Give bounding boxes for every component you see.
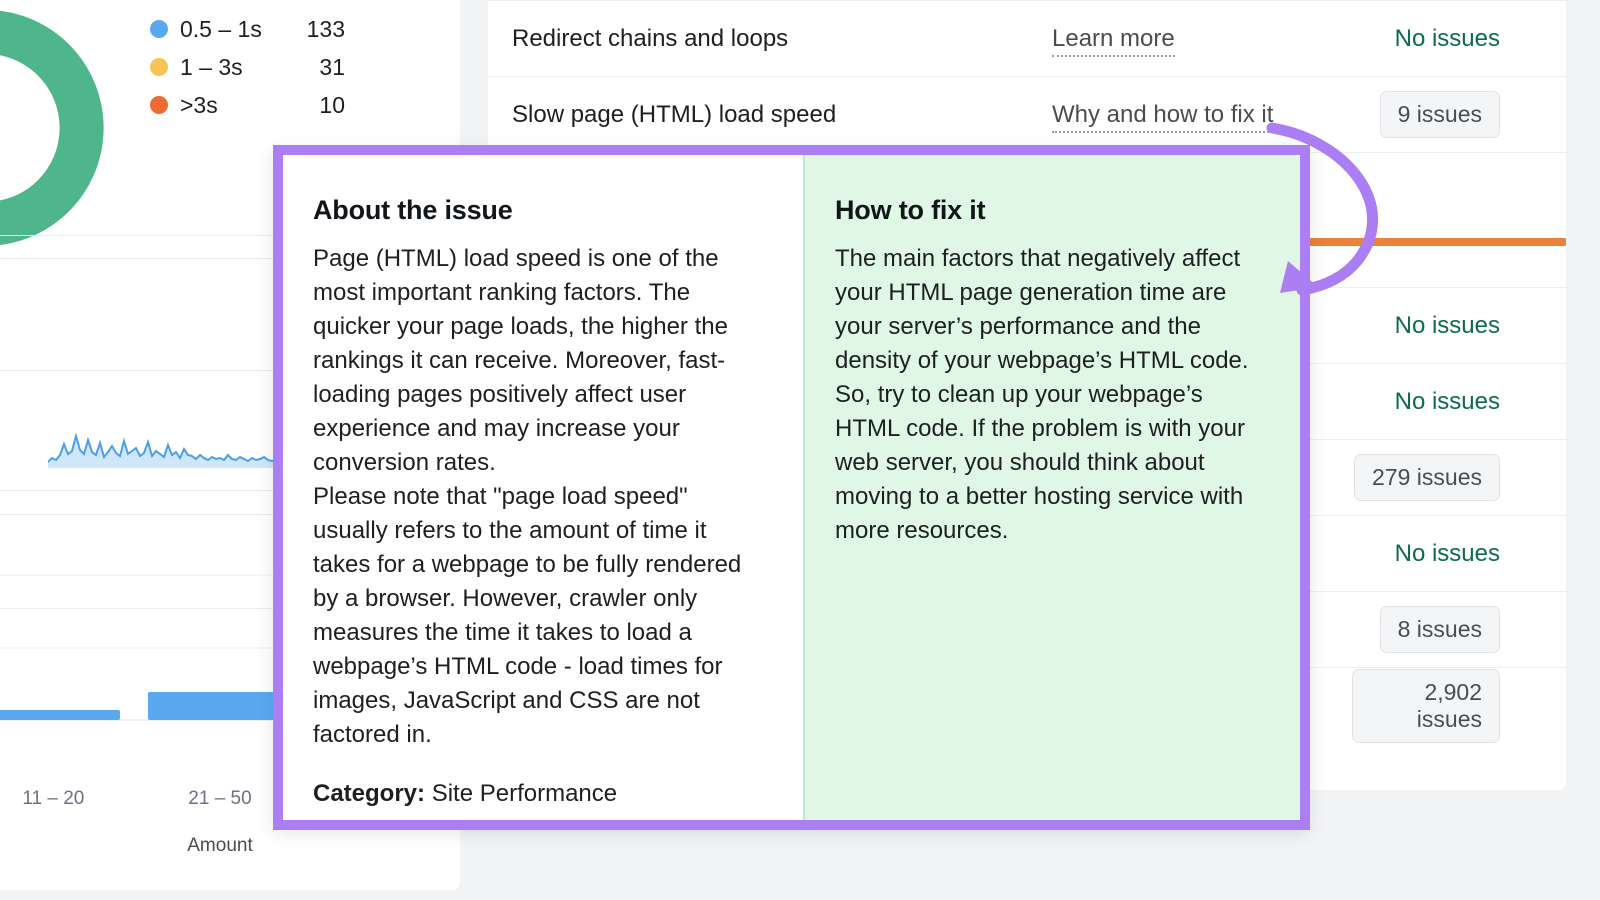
- issue-status[interactable]: 9 issues: [1352, 91, 1566, 138]
- issue-status: No issues: [1352, 25, 1566, 53]
- legend-label-2: >3s: [180, 91, 218, 118]
- legend-label-1: 1 – 3s: [180, 53, 243, 80]
- popup-category: Category: Site Performance: [313, 780, 767, 808]
- issue-help-link[interactable]: Why and how to fix it: [1052, 100, 1352, 133]
- divider: [0, 608, 460, 609]
- legend-item: >3s 10: [150, 86, 345, 124]
- divider: [0, 370, 460, 371]
- status-no-issues: No issues: [1394, 539, 1500, 567]
- status-badge[interactable]: 8 issues: [1379, 606, 1500, 653]
- legend-color-dot-0: [150, 20, 168, 38]
- divider: [0, 258, 460, 259]
- status-no-issues: No issues: [1394, 311, 1500, 339]
- legend-value-2: 10: [319, 91, 345, 118]
- status-badge[interactable]: 9 issues: [1379, 91, 1500, 138]
- issue-name: Slow page (HTML) load speed: [512, 100, 837, 128]
- bar-chart-x-axis-title: Amount: [187, 835, 253, 856]
- issue-status: No issues: [1352, 540, 1566, 568]
- popup-fix-heading: How to fix it: [835, 195, 986, 225]
- status-no-issues: No issues: [1394, 387, 1500, 415]
- legend-label-0: 0.5 – 1s: [180, 15, 262, 42]
- legend-item: 1 – 3s 31: [150, 48, 345, 86]
- divider: [0, 514, 460, 515]
- popup-fix-column: How to fix it The main factors that nega…: [803, 155, 1300, 820]
- popup-category-value: Site Performance: [431, 780, 618, 807]
- issue-status: No issues: [1352, 388, 1566, 416]
- issue-name: Redirect chains and loops: [512, 24, 789, 52]
- annotation-arrow-icon: [1266, 122, 1379, 296]
- table-row[interactable]: Redirect chains and loops Learn more No …: [488, 0, 1566, 76]
- popup-category-label: Category:: [313, 780, 426, 807]
- popup-about-column: About the issue Page (HTML) load speed i…: [283, 155, 803, 820]
- x-tick-0: 11 – 20: [22, 788, 85, 809]
- x-tick-1: 21 – 50: [188, 788, 252, 809]
- popup-about-paragraph-2: Please note that "page load speed" usual…: [313, 483, 742, 748]
- status-badge[interactable]: 279 issues: [1354, 454, 1500, 501]
- popup-about-heading: About the issue: [313, 195, 513, 225]
- divider: [0, 490, 460, 491]
- legend-color-dot-2: [150, 96, 168, 114]
- status-no-issues: No issues: [1394, 24, 1500, 52]
- issue-help-link[interactable]: Learn more: [1052, 24, 1352, 57]
- legend-value-1: 31: [319, 53, 345, 80]
- status-badge[interactable]: 2,902 issues: [1352, 668, 1500, 743]
- legend-color-dot-1: [150, 58, 168, 76]
- issue-status: No issues: [1352, 312, 1566, 340]
- load-speed-donut-chart: [0, 0, 110, 258]
- legend-value-0: 133: [306, 15, 345, 42]
- issue-details-popup: About the issue Page (HTML) load speed i…: [273, 145, 1310, 830]
- popup-about-paragraph-1: Page (HTML) load speed is one of the mos…: [313, 245, 728, 476]
- popup-fix-paragraph: The main factors that negatively affect …: [835, 245, 1249, 544]
- orange-highlight-line: [1310, 238, 1566, 246]
- divider: [0, 235, 460, 236]
- table-row[interactable]: Slow page (HTML) load speed Why and how …: [488, 76, 1566, 152]
- issue-status[interactable]: 279 issues: [1352, 454, 1566, 501]
- issue-status[interactable]: 2,902 issues: [1352, 668, 1566, 743]
- load-speed-legend: 0.5 – 1s 133 1 – 3s 31 >3s 10: [150, 10, 345, 124]
- legend-item: 0.5 – 1s 133: [150, 10, 345, 48]
- issue-status[interactable]: 8 issues: [1352, 606, 1566, 653]
